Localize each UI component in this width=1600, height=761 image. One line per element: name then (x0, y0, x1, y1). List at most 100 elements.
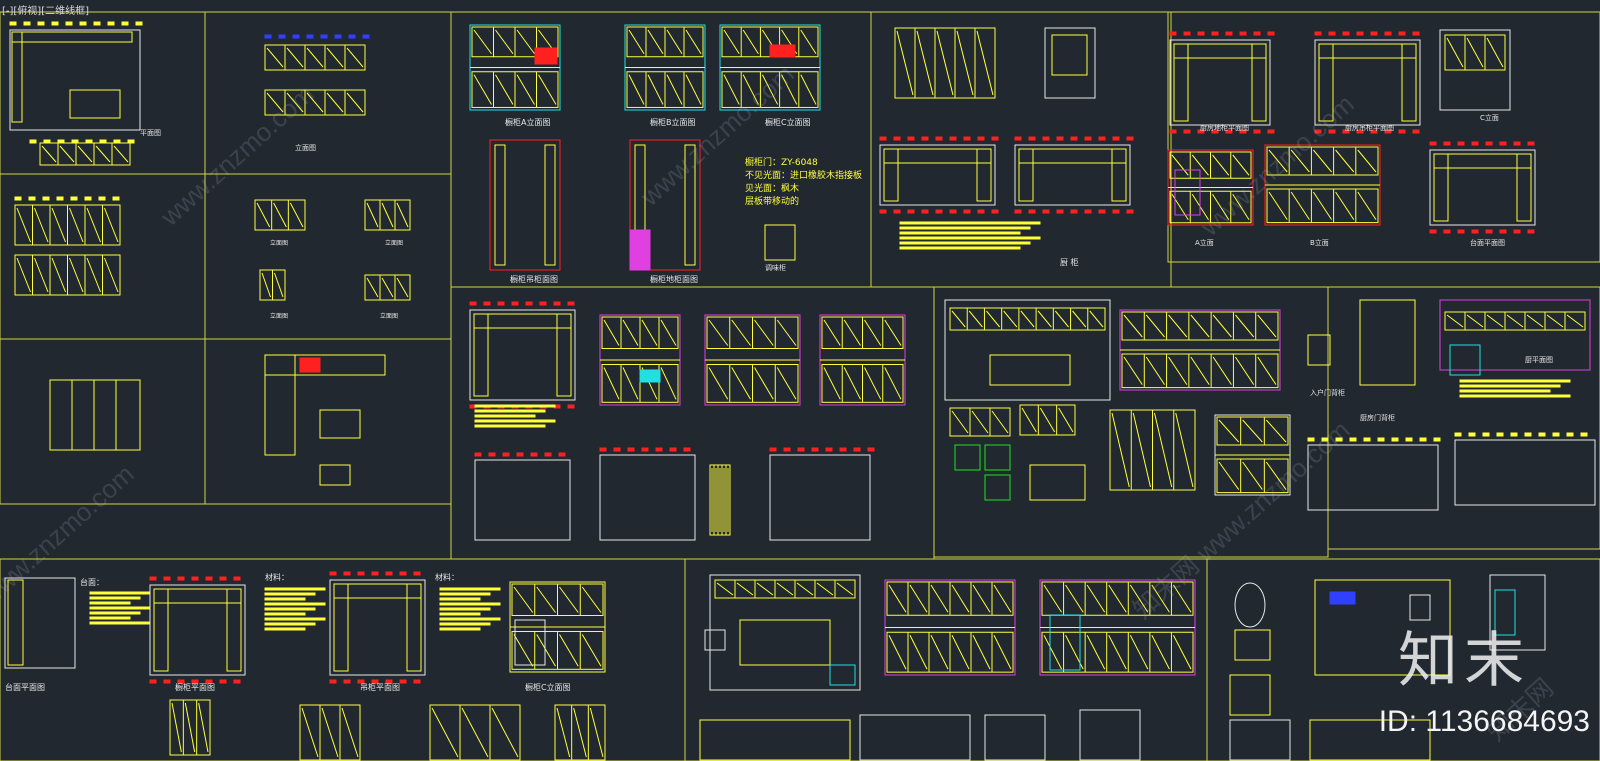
note-line (264, 592, 316, 596)
dimension-tick (149, 679, 157, 684)
cad-line (1086, 635, 1106, 670)
cabinet-row (264, 44, 366, 71)
cad-line (1172, 635, 1192, 670)
dimension-tick (1443, 141, 1451, 146)
room-plan (1229, 719, 1291, 761)
cad-line (993, 584, 1012, 613)
cad-line (708, 319, 729, 346)
dimension-tick (921, 209, 929, 214)
note-line (474, 409, 546, 413)
cad-line (986, 310, 1001, 328)
cad-line (1089, 310, 1104, 328)
dimension-tick (1457, 141, 1465, 146)
cad-line (198, 702, 209, 753)
cad-line (1043, 635, 1063, 670)
dimension-tick (1433, 437, 1441, 442)
dimension-tick (329, 679, 337, 684)
dimension-tick (371, 571, 379, 576)
dimension-tick (977, 136, 985, 141)
cad-line (951, 310, 966, 328)
note-line (264, 612, 306, 616)
dimension-tick (627, 447, 635, 452)
counter-top (883, 148, 992, 164)
note-line (264, 607, 316, 611)
dimension-tick (511, 301, 519, 306)
cad-line (1312, 191, 1333, 220)
sink (1409, 594, 1431, 621)
note-line (1459, 394, 1571, 398)
dimension-tick (1510, 432, 1518, 437)
dimension-tick (655, 447, 663, 452)
cad-line (1054, 310, 1069, 328)
cabinet (1029, 464, 1086, 501)
sheet-label: 橱柜平面图 (175, 682, 215, 692)
cad-line (286, 47, 304, 68)
cad-line (951, 410, 969, 434)
note-line (264, 587, 326, 591)
sheet-label: 厨平面图 (1525, 356, 1553, 364)
cad-line (536, 634, 556, 667)
cad-line (1065, 584, 1084, 613)
dimension-tick (1028, 136, 1036, 141)
dimension-tick (853, 447, 861, 452)
island (69, 89, 121, 119)
cad-line (909, 584, 928, 613)
cad-line (1151, 584, 1170, 613)
dimension-tick (488, 452, 496, 457)
cad-line (1212, 193, 1230, 221)
dimension-tick (977, 209, 985, 214)
cad-line (69, 257, 84, 293)
cad-line (666, 74, 683, 105)
dimension-tick (306, 34, 314, 39)
cabinet (764, 224, 796, 261)
dimension-tick (1384, 31, 1392, 36)
dimension-tick (1412, 31, 1420, 36)
cabinet-row (364, 274, 411, 301)
dimension-tick (121, 21, 129, 26)
dimension-tick (1225, 129, 1233, 134)
cad-line (1108, 635, 1127, 670)
dimension-tick (1211, 31, 1219, 36)
cabinet-row (429, 704, 521, 761)
sheet-label: 厨房吊柜平面图 (1345, 123, 1394, 132)
cad-line (1168, 356, 1188, 385)
counter-side (556, 313, 572, 397)
cad-line (930, 635, 949, 670)
cad-line (573, 707, 587, 758)
dimension-tick (502, 452, 510, 457)
cabinet (1307, 334, 1331, 366)
cad-line (754, 319, 774, 346)
elevation-frame (1439, 299, 1591, 371)
cad-line (1020, 310, 1035, 328)
cad-line (1506, 314, 1524, 328)
cad-line (1290, 149, 1310, 173)
cabinet-row (1444, 311, 1586, 331)
cad-line (538, 74, 557, 105)
cad-line (731, 319, 751, 346)
dimension-tick (1042, 136, 1050, 141)
cad-line (1257, 314, 1277, 338)
elevation-frame (49, 379, 141, 451)
dimension-tick (1183, 31, 1191, 36)
note-line (264, 602, 326, 606)
room-plan (629, 139, 701, 271)
cad-line (95, 145, 111, 163)
cad-line (776, 367, 797, 400)
cad-line (86, 257, 101, 293)
dimension-tick (343, 679, 351, 684)
sheet-frame (204, 173, 452, 340)
dimension-tick (1356, 129, 1364, 134)
dimension-tick (1267, 31, 1275, 36)
cad-line (1526, 314, 1544, 328)
counter (11, 31, 23, 123)
cabinet-row (714, 579, 856, 599)
cad-line (1190, 356, 1210, 385)
dimension-tick (907, 136, 915, 141)
cad-line (1043, 584, 1062, 613)
cad-line (1242, 461, 1263, 490)
viewport-label[interactable]: [-][俯视][二维线框] (2, 6, 90, 17)
cad-line (51, 257, 66, 293)
cad-line (1145, 356, 1165, 385)
cad-line (896, 30, 914, 96)
